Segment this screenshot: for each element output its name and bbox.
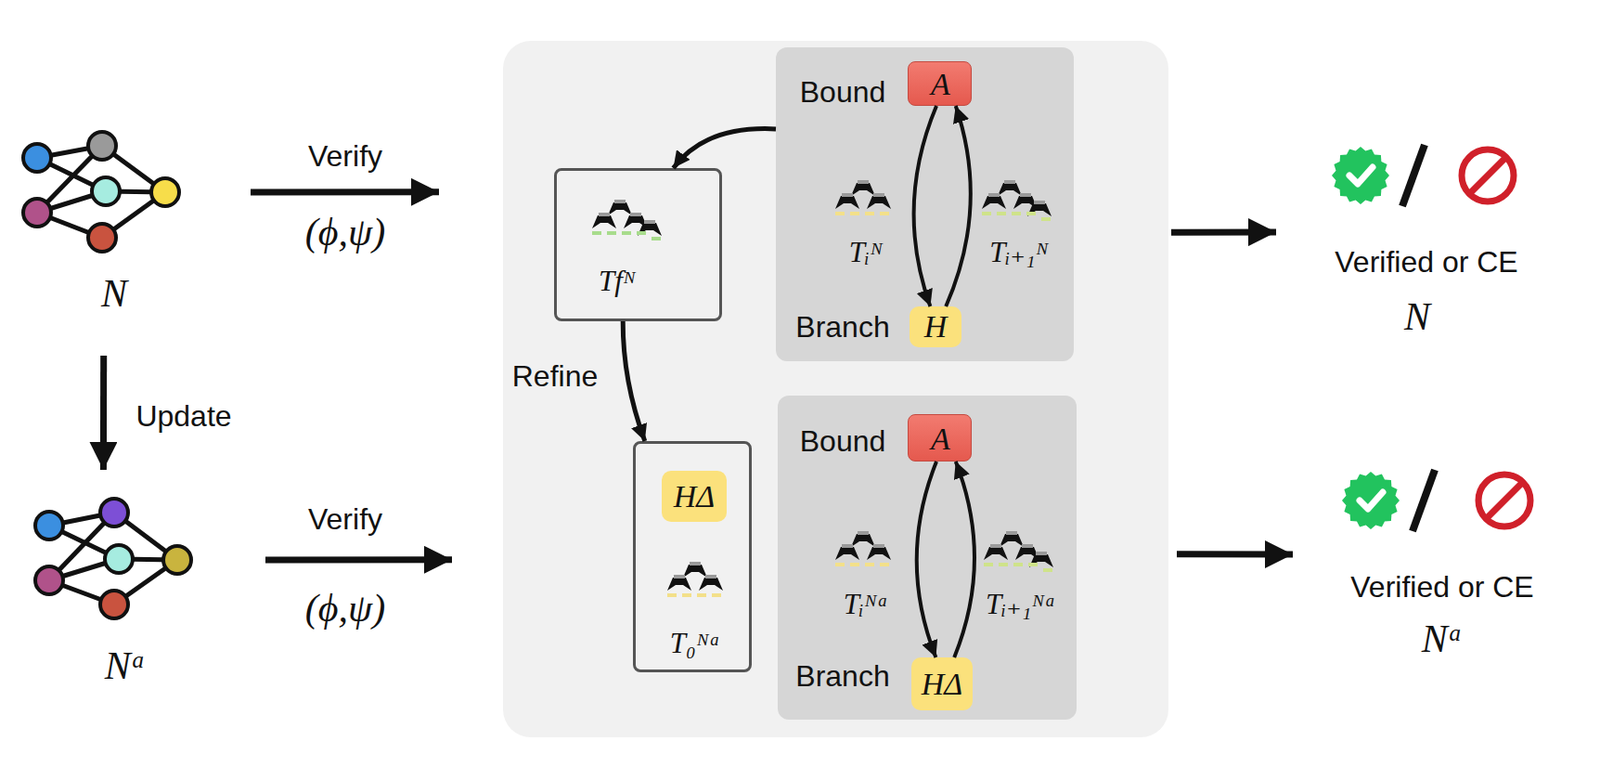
refined-box: T₀ᴺᵃ HΔ <box>632 440 752 672</box>
curved-arrow <box>673 129 776 168</box>
curved-arrow <box>945 105 971 307</box>
flow-arrow <box>265 555 452 563</box>
edge-label: Refine <box>512 359 599 394</box>
bound-box: A <box>907 61 972 106</box>
verification-panel: TfᴺBoundBranchTᵢᴺTᵢ₊₁ᴺAHT₀ᴺᵃHΔBoundBranc… <box>503 40 1169 737</box>
flow-arrow <box>250 188 439 195</box>
tree-icon <box>983 530 1054 572</box>
curved-arrow <box>916 461 937 658</box>
node-text: T₀ᴺᵃ <box>670 626 722 660</box>
node-text: Bound <box>800 424 887 459</box>
node-text: Nᵃ <box>1421 616 1464 661</box>
node-text: N <box>101 270 128 316</box>
tree-icon <box>835 180 891 216</box>
branch-box: HΔ <box>911 657 973 710</box>
edge-label: Verify <box>308 139 383 174</box>
node-text: Tᵢᴺᵃ <box>843 587 890 621</box>
node-text: Verified or CE <box>1350 569 1534 605</box>
network-icon <box>23 131 180 252</box>
bab-panel: BoundBranch Tᵢᴺᵃ Tᵢ₊₁ᴺᵃ A HΔ <box>777 395 1077 720</box>
node-text: A <box>930 420 951 457</box>
spec-label: (ϕ,ψ) <box>305 209 386 255</box>
network-model: Nᵃ <box>13 496 233 683</box>
node-text: HΔ <box>673 477 716 515</box>
status-icons <box>1341 469 1531 531</box>
bab-panel: BoundBranch Tᵢᴺ Tᵢ₊₁ᴺ A H <box>775 47 1074 362</box>
node-text: Branch <box>795 309 890 345</box>
flow-arrow <box>1176 550 1293 557</box>
node-text: Tᵢ₊₁ᴺ <box>989 235 1049 270</box>
node-text: Tfᴺ <box>598 264 636 298</box>
curved-arrow <box>914 105 937 307</box>
status-icons <box>1331 144 1514 207</box>
node-text: Verified or CE <box>1334 245 1518 280</box>
result: Verified or CE N <box>1280 120 1588 344</box>
spec-label: (ϕ,ψ) <box>305 585 386 631</box>
edge-label: Update <box>135 399 232 434</box>
node-text: Branch <box>795 658 890 694</box>
node-illustration <box>556 170 725 324</box>
branch-box: H <box>909 306 962 348</box>
node-text: Bound <box>800 75 887 110</box>
curved-arrow <box>622 321 646 441</box>
tree-icon <box>592 199 662 241</box>
tree-icon <box>981 180 1052 221</box>
result: Verified or CE Nᵃ <box>1292 450 1590 673</box>
tree-icon <box>667 561 723 597</box>
edge-label: Verify <box>308 502 383 537</box>
node-text: Nᵃ <box>104 643 147 688</box>
node-text: Tᵢᴺ <box>849 235 883 270</box>
node-text: H <box>924 308 948 345</box>
node-text: A <box>930 65 951 103</box>
node-text: Tᵢ₊₁ᴺᵃ <box>985 587 1057 621</box>
branch-box: HΔ <box>661 470 727 522</box>
node-text: N <box>1404 294 1431 339</box>
network-icon <box>35 498 192 619</box>
tree-icon <box>835 530 891 567</box>
flow-arrow <box>100 355 107 470</box>
node-illustration <box>1280 120 1588 344</box>
flow-arrow <box>1171 229 1277 236</box>
node-text: HΔ <box>921 665 964 702</box>
bound-box: A <box>907 413 972 462</box>
curved-arrow <box>954 461 975 658</box>
final-tree-box: Tfᴺ <box>554 167 723 322</box>
network-model: N <box>13 129 219 316</box>
